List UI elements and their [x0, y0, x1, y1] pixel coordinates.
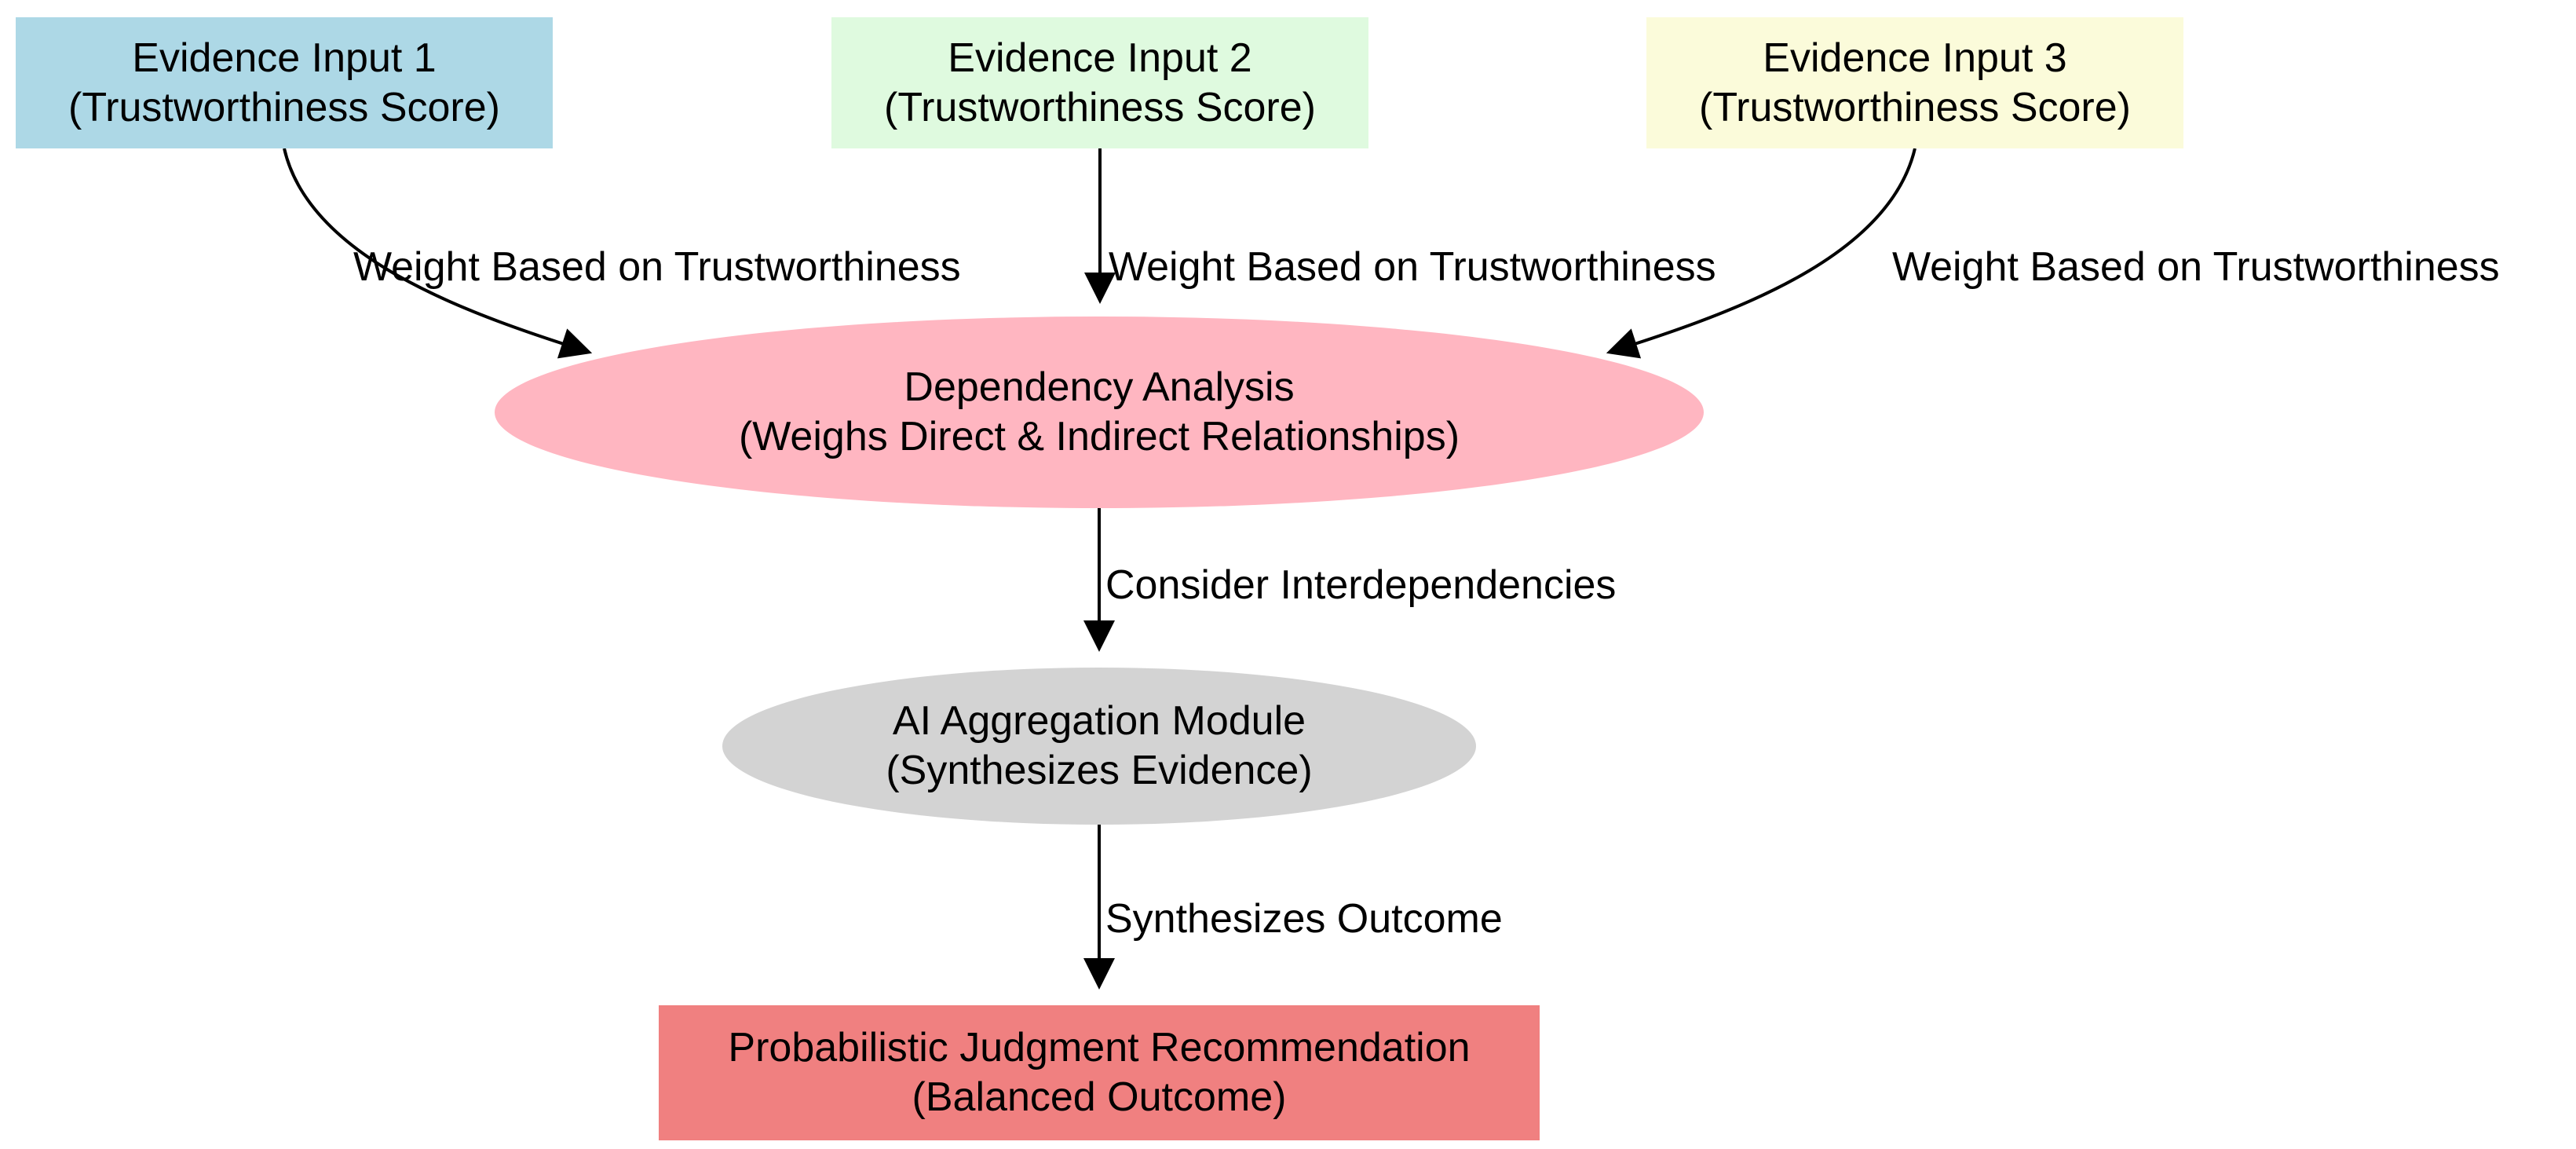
edge-label-synthesizes-outcome: Synthesizes Outcome [1105, 896, 1503, 942]
node-evidence-input-3-title: Evidence Input 3 [1763, 35, 2067, 81]
node-evidence-input-1: Evidence Input 1 (Trustworthiness Score) [16, 17, 553, 148]
edge-label-weight-trustworthiness-2: Weight Based on Trustworthiness [1109, 244, 1716, 290]
edge-label-consider-interdependencies: Consider Interdependencies [1105, 562, 1617, 608]
node-probabilistic-judgment-recommendation: Probabilistic Judgment Recommendation (B… [659, 1005, 1540, 1140]
edge-label-weight-trustworthiness-1: Weight Based on Trustworthiness [353, 244, 961, 290]
node-dependency-analysis: Dependency Analysis (Weighs Direct & Ind… [495, 317, 1704, 508]
edge-label-weight-trustworthiness-3: Weight Based on Trustworthiness [1892, 244, 2500, 290]
edge-evidence1-dependency [283, 148, 593, 359]
node-evidence-input-2-title: Evidence Input 2 [948, 35, 1252, 81]
node-evidence-input-1-title: Evidence Input 1 [132, 35, 437, 81]
node-evidence-input-3-subtitle: (Trustworthiness Score) [1699, 84, 2131, 130]
node-evidence-input-3: Evidence Input 3 (Trustworthiness Score) [1646, 17, 2183, 148]
node-dependency-analysis-subtitle: (Weighs Direct & Indirect Relationships) [738, 414, 1460, 459]
node-ai-aggregation-module-subtitle: (Synthesizes Evidence) [886, 748, 1313, 793]
node-dependency-analysis-title: Dependency Analysis [904, 364, 1295, 410]
node-probabilistic-judgment-recommendation-subtitle: (Balanced Outcome) [912, 1074, 1287, 1120]
node-ai-aggregation-module-title: AI Aggregation Module [892, 698, 1306, 744]
node-probabilistic-judgment-recommendation-title: Probabilistic Judgment Recommendation [728, 1025, 1471, 1070]
node-evidence-input-2: Evidence Input 2 (Trustworthiness Score) [831, 17, 1368, 148]
node-ai-aggregation-module: AI Aggregation Module (Synthesizes Evide… [722, 668, 1476, 825]
edge-evidence3-dependency [1606, 148, 1916, 359]
node-evidence-input-2-subtitle: (Trustworthiness Score) [884, 84, 1316, 130]
node-evidence-input-1-subtitle: (Trustworthiness Score) [68, 84, 500, 130]
